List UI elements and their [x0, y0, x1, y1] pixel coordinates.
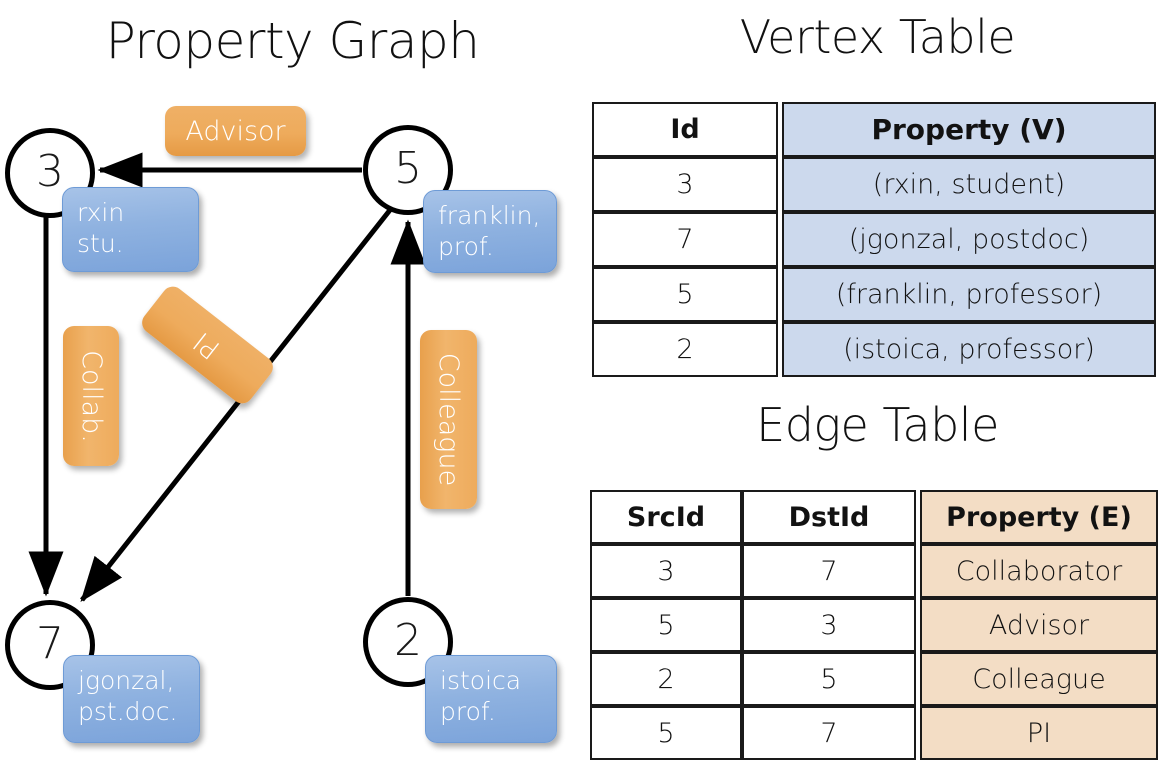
- edge-cell-dstid: 3: [742, 598, 916, 652]
- graph-node-5-label: 5: [394, 142, 422, 194]
- vertex-cell-property: (rxin, student): [782, 157, 1156, 212]
- vertex-cell-property: (franklin, professor): [782, 267, 1156, 322]
- edge-label-colleague-text: Colleague: [433, 352, 464, 487]
- edge-table-header-srcid: SrcId: [590, 490, 742, 544]
- callout-franklin-line1: franklin,: [438, 201, 541, 230]
- graph-node-5[interactable]: 5: [363, 125, 453, 215]
- vertex-table: Id Property (V) 3 (rxin, student) 7 (jgo…: [592, 102, 1156, 377]
- edge-cell-srcid: 5: [590, 706, 742, 760]
- vertex-cell-property: (istoica, professor): [782, 322, 1156, 377]
- table-row[interactable]: 2 (istoica, professor): [592, 322, 1156, 377]
- edge-label-badge-collab[interactable]: Collab.: [63, 326, 119, 466]
- vertex-cell-id: 3: [592, 157, 778, 212]
- edge-cell-dstid: 5: [742, 652, 916, 706]
- callout-rxin-line1: rxin: [77, 198, 125, 227]
- callout-istoica-line2: prof.: [440, 696, 496, 726]
- edge-label-badge-advisor[interactable]: Advisor: [165, 106, 306, 156]
- edge-arrow-pi: [80, 208, 392, 602]
- edge-table-header-row: SrcId DstId Property (E): [590, 490, 1158, 544]
- table-row[interactable]: 2 5 Colleague: [590, 652, 1158, 706]
- table-row[interactable]: 3 (rxin, student): [592, 157, 1156, 212]
- edge-cell-dstid: 7: [742, 544, 916, 598]
- vertex-table-header-id: Id: [592, 102, 778, 157]
- table-row[interactable]: 7 (jgonzal, postdoc): [592, 212, 1156, 267]
- edge-label-pi-text: PI: [188, 325, 227, 365]
- graph-node-2[interactable]: 2: [363, 597, 453, 687]
- edge-cell-property: Advisor: [920, 598, 1158, 652]
- callout-istoica-line1: istoica: [440, 666, 522, 695]
- vertex-table-header-row: Id Property (V): [592, 102, 1156, 157]
- table-row[interactable]: 5 (franklin, professor): [592, 267, 1156, 322]
- edge-cell-srcid: 3: [590, 544, 742, 598]
- graph-node-3-label: 3: [36, 145, 64, 197]
- edge-cell-property: Colleague: [920, 652, 1158, 706]
- edge-table: SrcId DstId Property (E) 3 7 Collaborato…: [590, 490, 1158, 760]
- callout-jgonzal-line1: jgonzal,: [78, 666, 175, 695]
- edge-cell-srcid: 2: [590, 652, 742, 706]
- vertex-property-callout-jgonzal[interactable]: jgonzal, pst.doc.: [63, 655, 200, 743]
- table-row[interactable]: 5 3 Advisor: [590, 598, 1158, 652]
- table-row[interactable]: 5 7 PI: [590, 706, 1158, 760]
- edge-label-badge-colleague[interactable]: Colleague: [420, 330, 477, 509]
- edge-cell-srcid: 5: [590, 598, 742, 652]
- edge-cell-property: PI: [920, 706, 1158, 760]
- page-title-edge-table: Edge Table: [756, 398, 999, 452]
- vertex-property-callout-istoica[interactable]: istoica prof.: [425, 655, 557, 743]
- page-title-vertex-table: Vertex Table: [739, 10, 1016, 64]
- vertex-cell-id: 2: [592, 322, 778, 377]
- edge-cell-dstid: 7: [742, 706, 916, 760]
- callout-jgonzal-line2: pst.doc.: [78, 696, 178, 726]
- vertex-property-callout-rxin[interactable]: rxin stu.: [62, 187, 199, 272]
- vertex-cell-id: 7: [592, 212, 778, 267]
- edge-table-header-property: Property (E): [920, 490, 1158, 544]
- graph-node-7-label: 7: [36, 617, 64, 669]
- edge-label-collab-text: Collab.: [75, 349, 107, 443]
- graph-node-2-label: 2: [394, 614, 422, 666]
- callout-rxin-line2: stu.: [77, 228, 124, 258]
- edge-label-advisor-text: Advisor: [185, 115, 286, 147]
- callout-franklin-line2: prof.: [438, 231, 494, 261]
- vertex-cell-property: (jgonzal, postdoc): [782, 212, 1156, 267]
- edge-table-header-dstid: DstId: [742, 490, 916, 544]
- vertex-table-header-property: Property (V): [782, 102, 1156, 157]
- vertex-property-callout-franklin[interactable]: franklin, prof.: [423, 190, 557, 273]
- edge-cell-property: Collaborator: [920, 544, 1158, 598]
- graph-edges-svg: [28, 152, 426, 602]
- page-title-property-graph: Property Graph: [105, 12, 480, 70]
- table-row[interactable]: 3 7 Collaborator: [590, 544, 1158, 598]
- vertex-cell-id: 5: [592, 267, 778, 322]
